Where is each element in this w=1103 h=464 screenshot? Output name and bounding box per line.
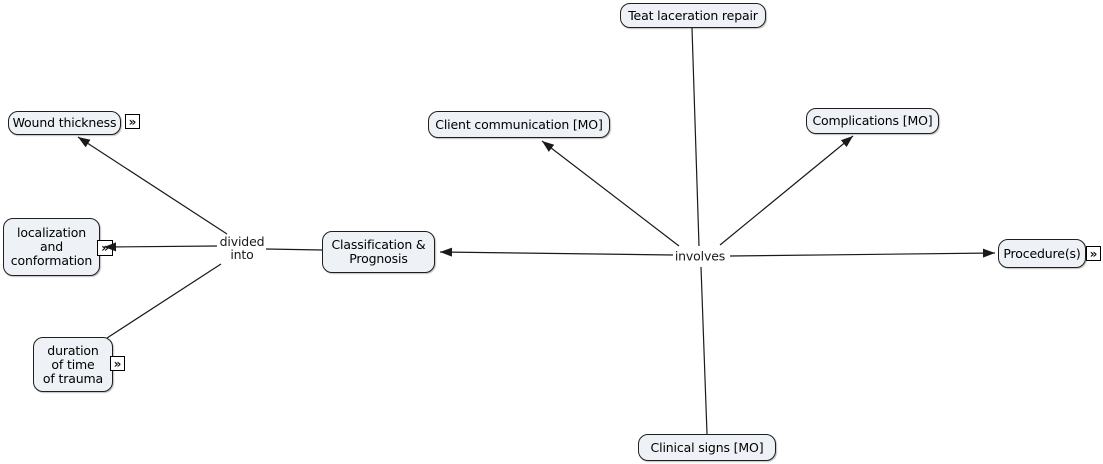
edge-involves-to-classification-prognosis [439,247,674,257]
text-line: Client communication [MO] [435,116,603,132]
text-line: Clinical signs [MO] [650,439,764,455]
node-teat-laceration-repair[interactable]: Teat laceration repair [620,3,766,28]
resource-links-icon[interactable]: » [125,114,140,129]
text-line: into [230,247,254,262]
text-line: Prognosis [349,251,408,266]
node-label: Client communication [MO] [435,116,603,132]
text-line: Procedure(s) [1003,245,1081,261]
text-line: Wound thickness [12,115,117,130]
edge-involves-to-client-communication [541,140,680,247]
node-procedures[interactable]: Procedure(s) [998,239,1086,268]
node-label: Wound thickness [13,116,117,130]
resource-links-icon[interactable]: » [97,240,113,256]
text-line: and [39,239,64,254]
text-line: duration [47,342,99,358]
edge-divided-into-to-wound-thickness [77,136,228,235]
linking-phrase-involves[interactable]: involves [673,248,727,264]
text-line: localization [17,225,86,240]
edge-involves-to-complications [719,135,854,246]
edge-involves-to-procedures [729,248,996,258]
text-line: Complications [MO] [812,113,933,128]
node-classification-prognosis[interactable]: Classification &Prognosis [322,231,435,273]
edge-divided-into-to-duration-of-time-of-trauma [106,263,222,339]
text-line: Teat laceration repair [628,7,758,23]
node-wound-thickness[interactable]: Wound thickness [8,111,121,135]
text-line: of trauma [42,370,104,386]
node-label: Complications [MO] [812,114,932,128]
node-label: Classification &Prognosis [331,238,425,266]
node-client-communication[interactable]: Client communication [MO] [428,111,610,138]
node-label: Teat laceration repair [628,7,758,23]
edge-divided-into-to-classification-prognosis [265,248,323,251]
resource-links-icon[interactable]: » [110,356,125,371]
edge-involves-to-clinical-signs [700,266,708,435]
node-complications[interactable]: Complications [MO] [806,108,939,134]
text-line: Classification & [331,237,426,252]
edge-teat-laceration-repair-to-involves [691,27,700,247]
text-line: divided [219,233,265,249]
node-clinical-signs[interactable]: Clinical signs [MO] [638,434,776,461]
text-line: of time [51,356,95,372]
node-label: Clinical signs [MO] [650,439,764,455]
resource-links-icon[interactable]: » [1086,246,1101,261]
edge-divided-into-to-localization-and-conformation [103,242,218,252]
node-label: Procedure(s) [1003,245,1081,261]
text-line: involves [674,248,726,264]
text-line: conformation [10,253,93,268]
